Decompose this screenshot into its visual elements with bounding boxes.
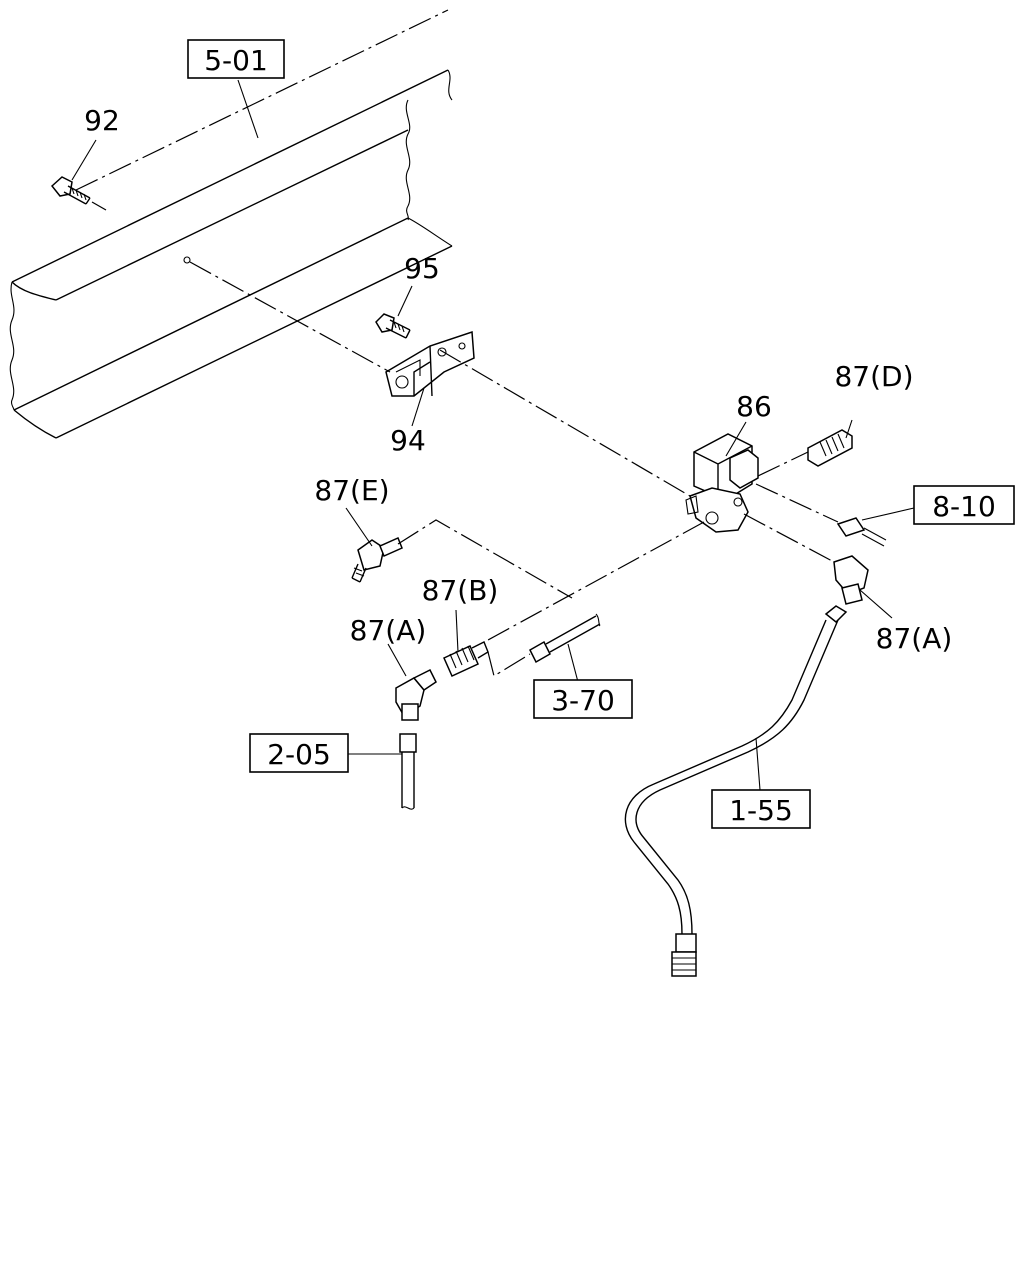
ref-box-3-70[interactable]: 3-70 <box>533 679 633 719</box>
ref-box-8-10[interactable]: 8-10 <box>913 485 1015 525</box>
bolt-95-icon <box>375 313 411 339</box>
fitting-87e-icon <box>351 536 403 583</box>
ref-label-1-55: 1-55 <box>729 794 793 827</box>
pipe-3-70-icon <box>529 613 601 664</box>
elbow-fitting-87a-right-icon <box>833 555 869 605</box>
ref-label-5-01: 5-01 <box>204 44 268 77</box>
callout-94: 94 <box>390 424 426 457</box>
callout-92: 92 <box>84 104 120 137</box>
fitting-87d-icon <box>807 429 853 467</box>
ref-label-3-70: 3-70 <box>551 684 615 717</box>
assembly-guide-lines <box>75 9 839 677</box>
solenoid-valve-86-icon <box>685 433 759 533</box>
ref-label-2-05: 2-05 <box>267 738 331 771</box>
fitting-87b-icon <box>443 641 489 677</box>
ref-box-5-01[interactable]: 5-01 <box>187 39 285 79</box>
callout-87e: 87(E) <box>314 474 389 507</box>
callout-87b: 87(B) <box>422 574 499 607</box>
callout-86: 86 <box>736 390 772 423</box>
ref-box-2-05[interactable]: 2-05 <box>249 733 349 773</box>
bracket-94-icon <box>385 330 475 397</box>
connector-8-10-icon <box>836 517 887 547</box>
callout-87d: 87(D) <box>834 360 913 393</box>
callout-87a-left: 87(A) <box>350 614 427 647</box>
ref-box-1-55[interactable]: 1-55 <box>711 789 811 829</box>
bolt-92-icon <box>50 176 107 211</box>
pipe-1-55-icon <box>624 605 848 977</box>
callout-95: 95 <box>404 252 440 285</box>
callout-87a-right: 87(A) <box>876 622 953 655</box>
frame-rail <box>9 69 453 439</box>
elbow-fitting-87a-left-icon <box>395 668 437 721</box>
ref-label-8-10: 8-10 <box>932 490 996 523</box>
leader-lines <box>71 79 915 791</box>
hose-2-05-icon <box>399 733 417 810</box>
